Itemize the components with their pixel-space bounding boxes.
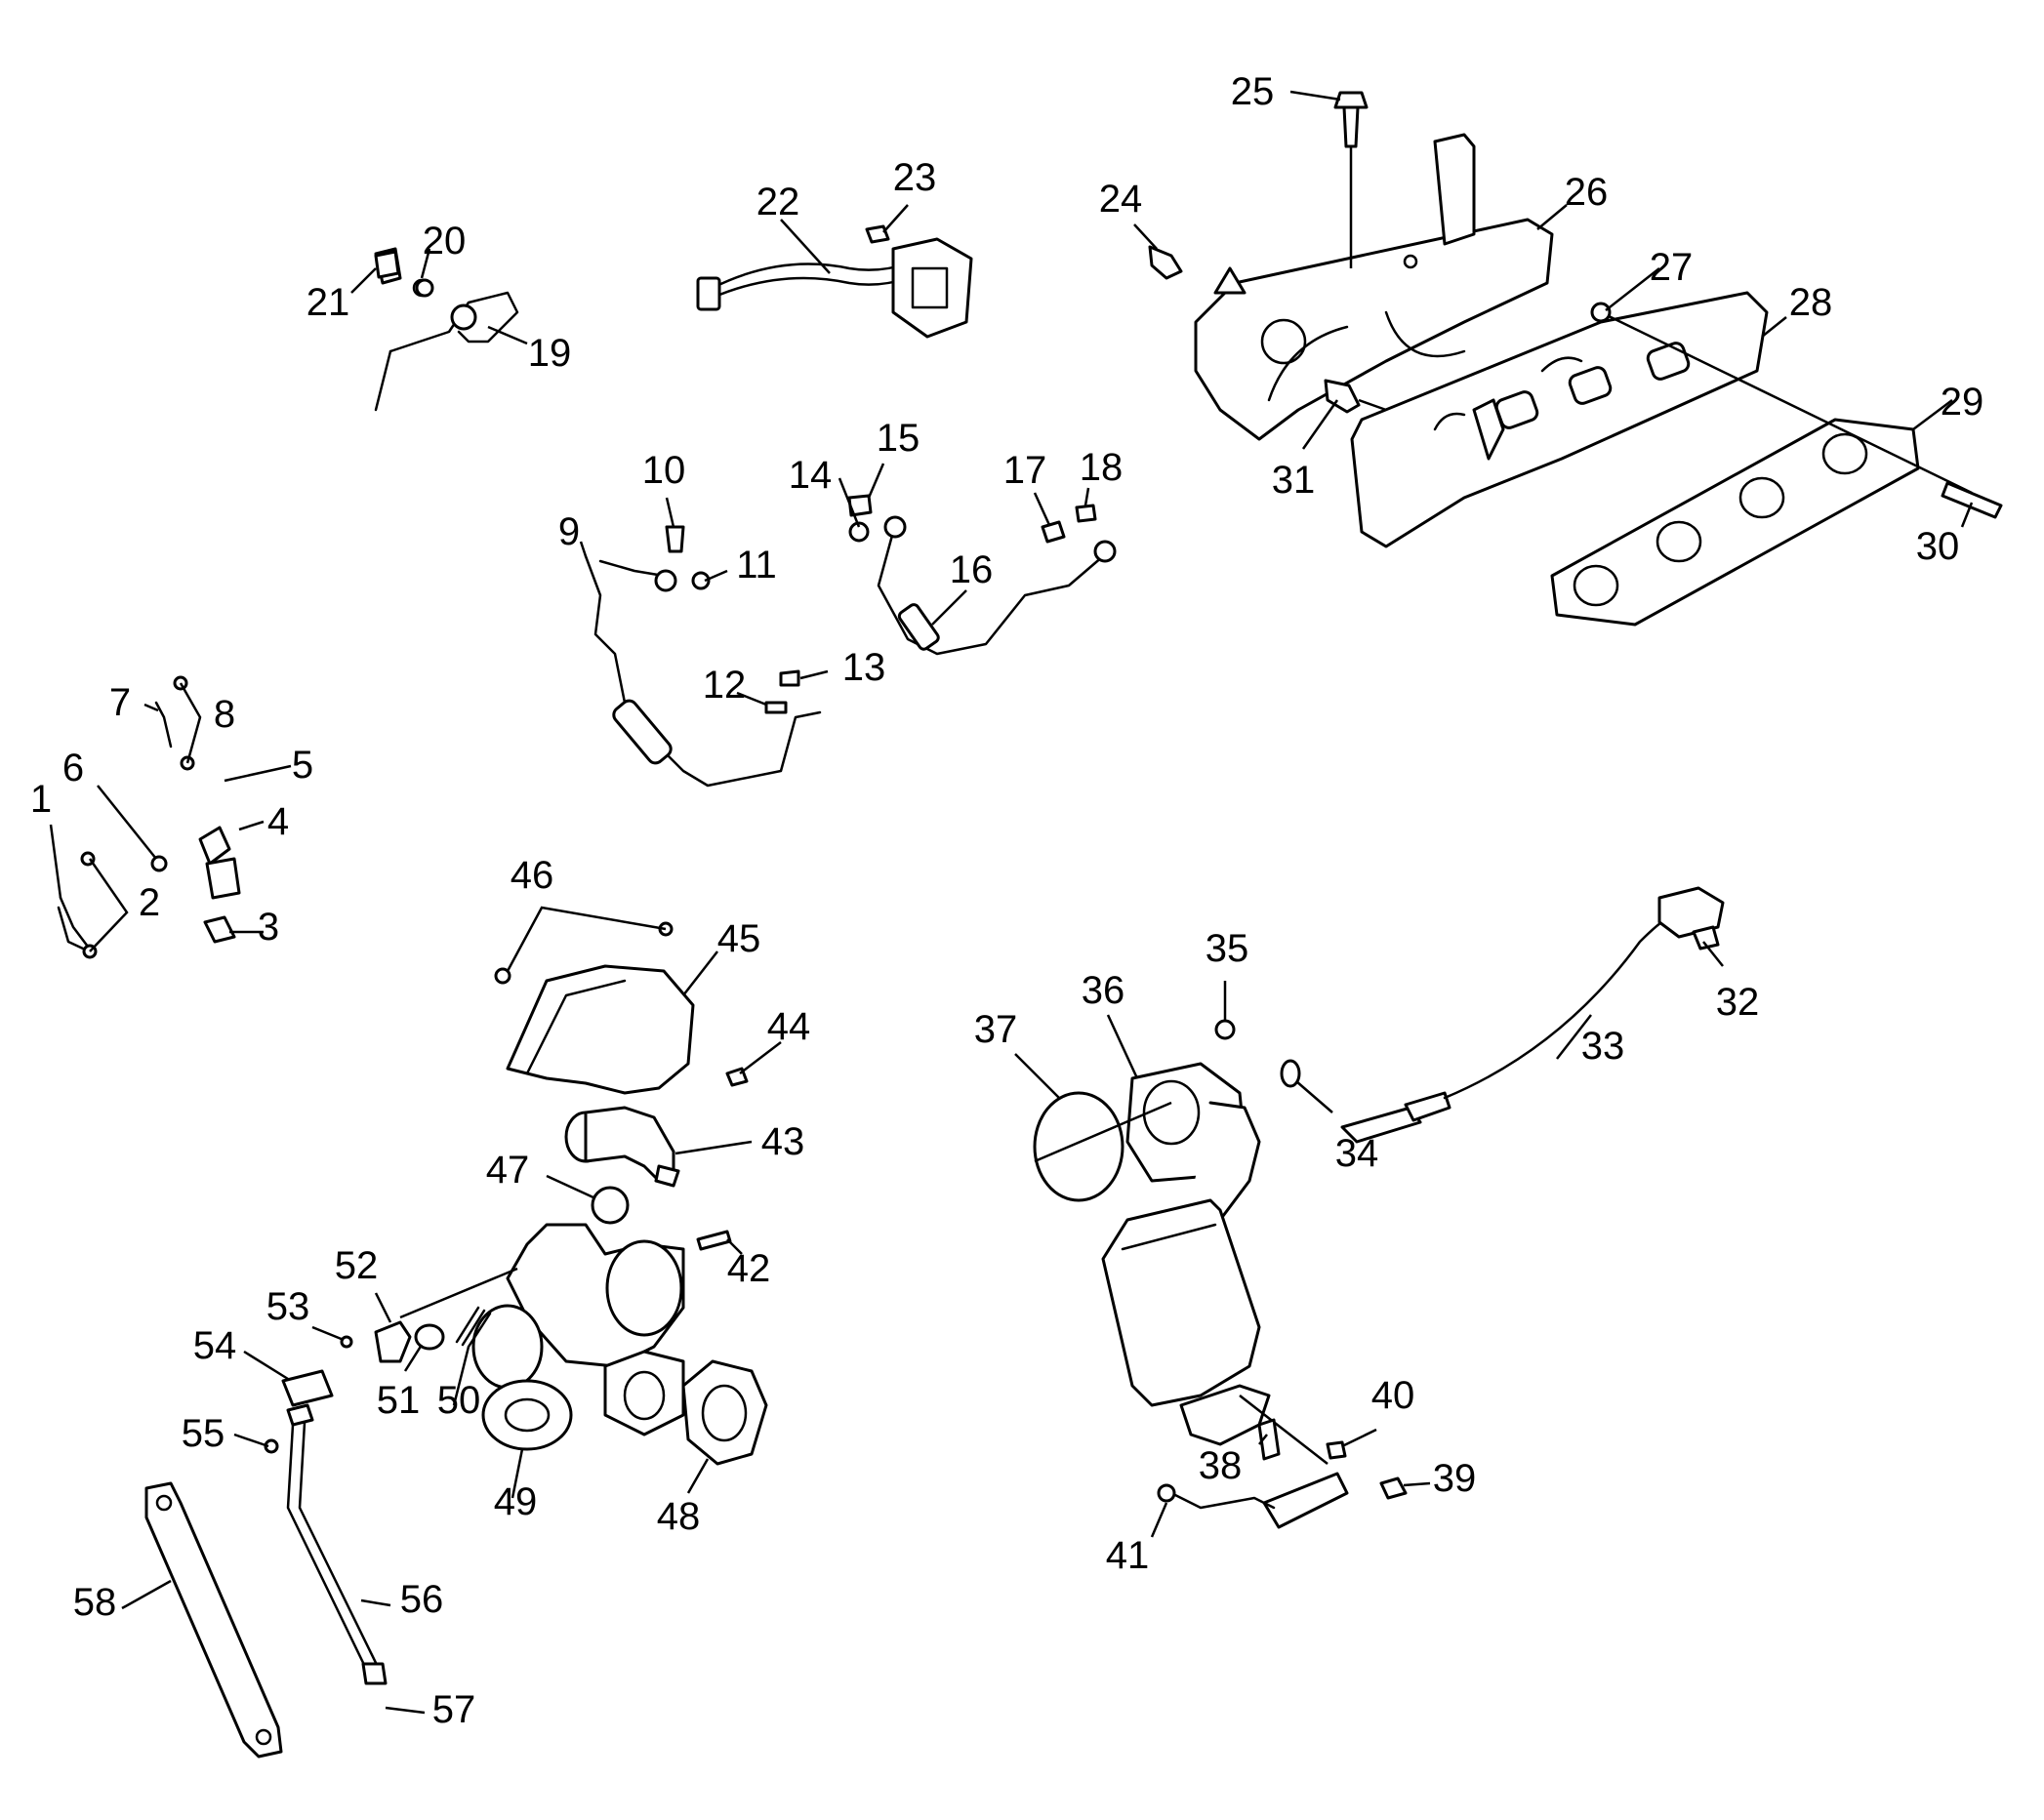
callout-19: 19 — [528, 332, 572, 375]
sensor-harness-22-drawing — [696, 224, 973, 339]
callout-56: 56 — [400, 1578, 444, 1621]
callout-18: 18 — [1080, 446, 1124, 489]
callout-28: 28 — [1789, 281, 1833, 324]
callout-32: 32 — [1716, 981, 1760, 1024]
catalytic-converter-36-drawing — [1101, 1062, 1329, 1465]
callout-35: 35 — [1206, 927, 1249, 970]
callout-48: 48 — [657, 1495, 701, 1538]
callout-4: 4 — [267, 800, 289, 843]
callout-31: 31 — [1272, 459, 1316, 502]
callout-16: 16 — [950, 548, 994, 591]
callout-14: 14 — [789, 454, 833, 497]
callout-51: 51 — [377, 1379, 421, 1422]
callout-37: 37 — [974, 1008, 1018, 1051]
callout-2: 2 — [139, 881, 160, 924]
callout-29: 29 — [1941, 381, 1984, 424]
bracket-58-drawing — [144, 1481, 283, 1759]
callout-33: 33 — [1581, 1025, 1625, 1068]
callout-57: 57 — [432, 1688, 476, 1731]
turbo-gasket-48-drawing — [681, 1359, 768, 1466]
callout-15: 15 — [877, 417, 920, 460]
callout-50: 50 — [437, 1379, 481, 1422]
manifold-gasket-29-drawing — [1550, 418, 1920, 627]
callout-44: 44 — [767, 1005, 811, 1048]
callout-10: 10 — [642, 449, 686, 492]
callout-labels: 1 2 3 4 5 6 7 8 9 10 11 12 13 14 15 16 1… — [30, 70, 1983, 1731]
callout-8: 8 — [214, 693, 235, 736]
callout-17: 17 — [1003, 449, 1047, 492]
callout-12: 12 — [703, 664, 747, 707]
callout-25: 25 — [1231, 70, 1275, 113]
callout-30: 30 — [1916, 525, 1960, 568]
callout-53: 53 — [266, 1285, 310, 1328]
callout-42: 42 — [727, 1247, 771, 1290]
callout-23: 23 — [893, 156, 937, 199]
callout-45: 45 — [717, 917, 761, 960]
callout-40: 40 — [1371, 1374, 1415, 1417]
callout-43: 43 — [761, 1120, 805, 1163]
heat-shield-26-drawing — [1194, 133, 1554, 441]
callout-41: 41 — [1106, 1534, 1150, 1577]
callout-34: 34 — [1335, 1132, 1379, 1175]
callout-58: 58 — [73, 1581, 117, 1624]
exhaust-manifold-28-drawing — [1350, 291, 1769, 548]
coolant-pipe-9-drawing — [584, 554, 822, 788]
callout-21: 21 — [307, 281, 350, 324]
callout-49: 49 — [494, 1480, 538, 1523]
turbo-heat-shield-45-drawing — [494, 921, 695, 1095]
callout-38: 38 — [1199, 1444, 1243, 1487]
callout-36: 36 — [1082, 969, 1125, 1012]
callout-47: 47 — [486, 1149, 530, 1192]
oxygen-sensor-33-drawing — [1340, 886, 1725, 1144]
callout-1: 1 — [30, 778, 52, 821]
callout-13: 13 — [842, 646, 886, 689]
callout-3: 3 — [258, 906, 279, 949]
bolt-25-drawing — [1333, 91, 1369, 268]
callout-55: 55 — [182, 1412, 225, 1455]
callout-39: 39 — [1433, 1457, 1477, 1500]
callout-7: 7 — [109, 681, 131, 724]
callout-6: 6 — [62, 747, 84, 789]
callout-54: 54 — [193, 1324, 237, 1367]
turbocharger-drawing — [399, 1223, 685, 1451]
callout-11: 11 — [736, 544, 777, 586]
callout-52: 52 — [335, 1244, 379, 1287]
pipe-16-drawing — [877, 515, 1117, 656]
callout-27: 27 — [1650, 246, 1694, 289]
callout-22: 22 — [756, 181, 800, 223]
callout-24: 24 — [1099, 178, 1143, 221]
callout-5: 5 — [292, 744, 313, 787]
callout-26: 26 — [1565, 171, 1609, 214]
callout-20: 20 — [423, 220, 467, 263]
leader-lines — [49, 90, 1974, 1715]
callout-46: 46 — [511, 854, 554, 897]
callout-9: 9 — [558, 510, 580, 553]
inlet-elbow-43-drawing — [564, 1067, 749, 1188]
